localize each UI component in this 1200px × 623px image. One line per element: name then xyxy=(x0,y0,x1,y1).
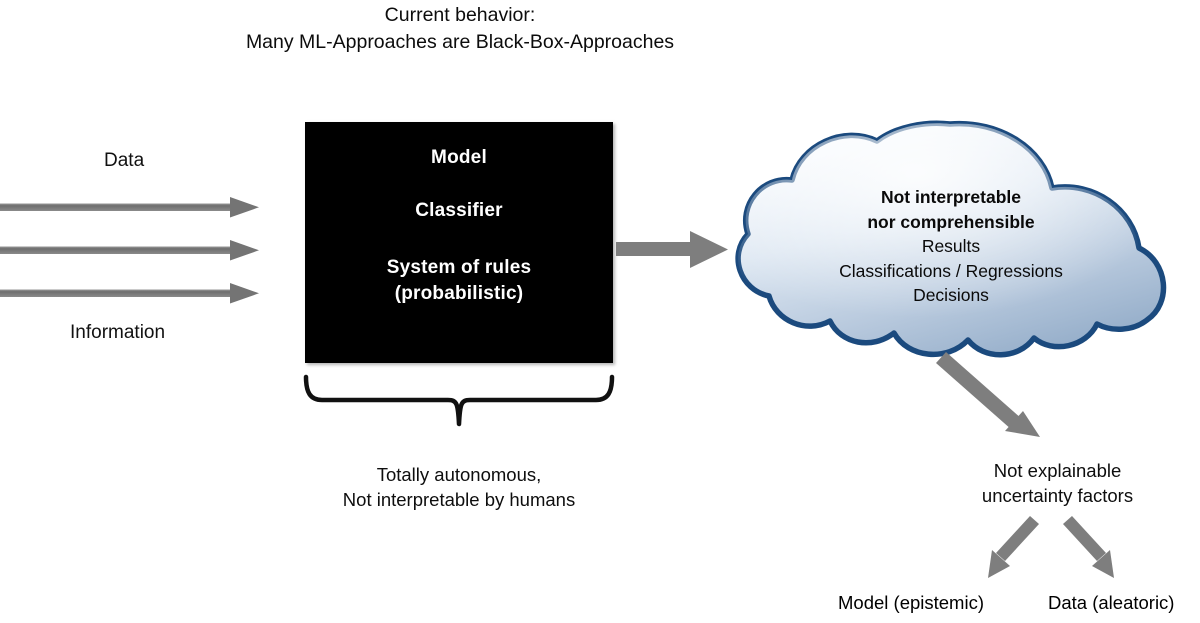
input-arrow-1 xyxy=(0,197,259,218)
diagram-title: Current behavior: Many ML-Approaches are… xyxy=(0,2,920,56)
title-line-1: Current behavior: xyxy=(384,4,536,26)
cloud-line-4: Classifications / Regressions xyxy=(839,260,1063,281)
black-box-line-rules-a: System of rules xyxy=(386,257,532,278)
curly-brace xyxy=(303,374,615,427)
uncertainty-caption: Not explainable uncertainty factors xyxy=(935,458,1180,508)
cloud-text: Not interpretable nor comprehensible Res… xyxy=(760,185,1142,308)
label-information: Information xyxy=(70,322,166,343)
black-box-model: Model Classifier System of rules (probab… xyxy=(305,122,613,363)
cloud-line-1: Not interpretable xyxy=(880,187,1022,207)
cloud-line-5: Decisions xyxy=(913,285,989,305)
title-line-2: Many ML-Approaches are Black-Box-Approac… xyxy=(245,31,675,53)
black-box-line-model: Model xyxy=(431,147,487,168)
brace-caption-line-2: Not interpretable by humans xyxy=(342,489,576,510)
uncertainty-to-data-arrow xyxy=(1063,516,1114,578)
brace-caption: Totally autonomous, Not interpretable by… xyxy=(305,462,613,512)
label-data: Data xyxy=(104,150,145,171)
cloud-line-2: nor comprehensible xyxy=(867,211,1035,232)
black-box-line-classifier: Classifier xyxy=(415,200,503,221)
brace-caption-line-1: Totally autonomous, xyxy=(376,464,542,485)
input-arrow-3 xyxy=(0,283,259,304)
input-arrow-2 xyxy=(0,240,259,261)
uncertainty-caption-line-1: Not explainable xyxy=(993,460,1122,481)
black-box-line-rules: System of rules (probabilistic) xyxy=(305,255,613,307)
uncertainty-caption-line-2: uncertainty factors xyxy=(981,485,1134,506)
cloud-to-uncertainty-arrow xyxy=(936,352,1040,437)
label-data-aleatoric: Data (aleatoric) xyxy=(1048,592,1175,613)
uncertainty-to-model-arrow xyxy=(988,516,1039,578)
label-model-epistemic: Model (epistemic) xyxy=(838,592,984,613)
box-to-cloud-arrow xyxy=(616,231,728,268)
cloud-line-3: Results xyxy=(921,236,981,256)
black-box-line-rules-b: (probabilistic) xyxy=(394,283,524,304)
